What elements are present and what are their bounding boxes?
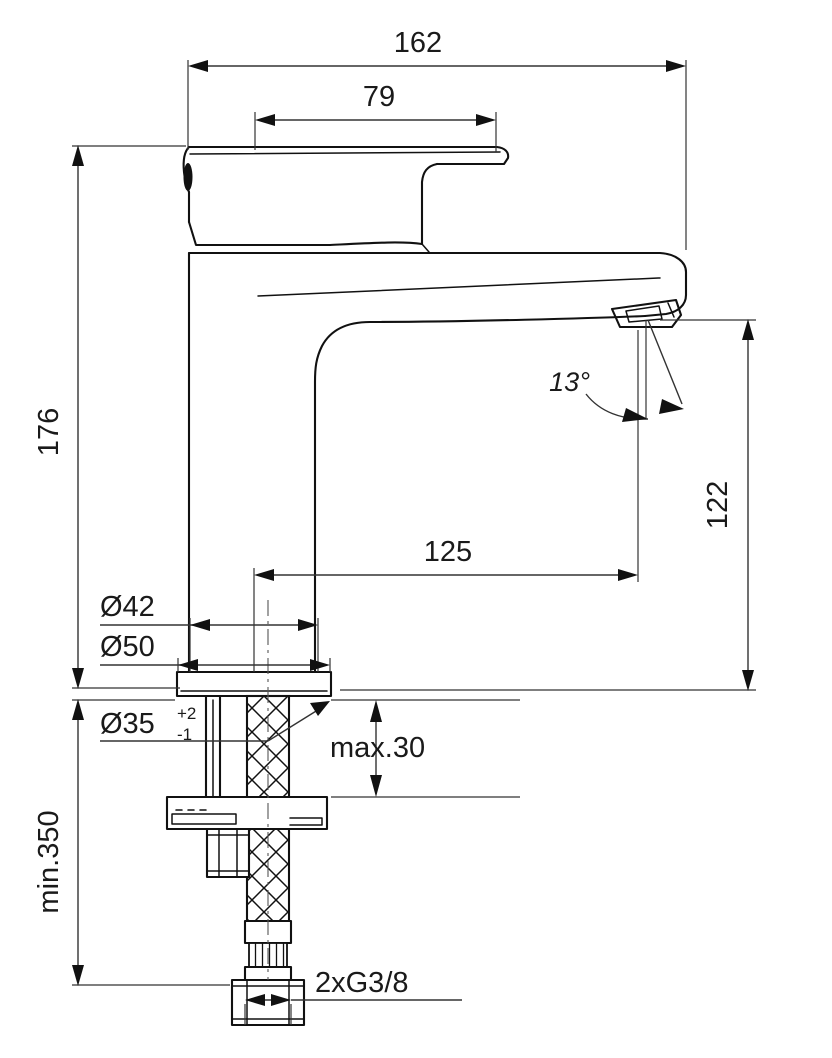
- aerator-outlet: [610, 298, 683, 329]
- dimension-diameter-50: Ø50: [100, 631, 331, 672]
- clamp-plate: [165, 795, 329, 831]
- dimension-spout-reach: 125: [253, 330, 639, 672]
- dim-label-min350: min.350: [33, 810, 65, 913]
- faucet-body-geometry: [165, 145, 688, 1027]
- dimension-spout-height: 122: [340, 319, 756, 691]
- hex-nut-upper: [205, 827, 251, 879]
- dimension-overall-length: 162: [187, 27, 687, 250]
- dim-label-thread: 2xG3/8: [315, 967, 409, 999]
- lever-pivot-detail: [183, 163, 193, 191]
- connection-nut: [230, 978, 306, 1027]
- dim-label-125: 125: [424, 536, 472, 568]
- dim-label-d35-tol-lower: -1: [177, 725, 192, 744]
- dimension-diameter-42: Ø42: [100, 591, 319, 672]
- dim-label-d35: Ø35: [100, 708, 155, 740]
- dimension-lever-length: 79: [254, 81, 497, 152]
- dim-label-162: 162: [394, 27, 442, 59]
- dimension-aerator-angle: 13°: [549, 319, 684, 422]
- dim-label-122: 122: [702, 481, 734, 529]
- dimension-thread-spec: 2xG3/8: [244, 967, 462, 1025]
- dimension-max-thickness: max.30: [330, 699, 520, 798]
- dim-label-d50: Ø50: [100, 631, 155, 663]
- base-flange: [175, 670, 333, 698]
- dim-label-79: 79: [363, 81, 395, 113]
- dim-label-max30: max.30: [330, 732, 425, 764]
- dim-label-d35-tol-upper: +2: [177, 704, 196, 723]
- dim-label-angle: 13°: [549, 367, 590, 397]
- dimension-overall-height: 176: [33, 145, 186, 689]
- mounting-flange: [175, 670, 333, 698]
- spout-body: [187, 251, 688, 674]
- fixing-bracket: [165, 795, 329, 831]
- dim-label-d42: Ø42: [100, 591, 155, 623]
- lever-handle: [182, 145, 510, 253]
- dim-label-176: 176: [33, 408, 65, 456]
- dimension-min-hose-length: min.350: [33, 699, 230, 986]
- dimension-hole-diameter: Ø35 +2 -1: [100, 701, 330, 744]
